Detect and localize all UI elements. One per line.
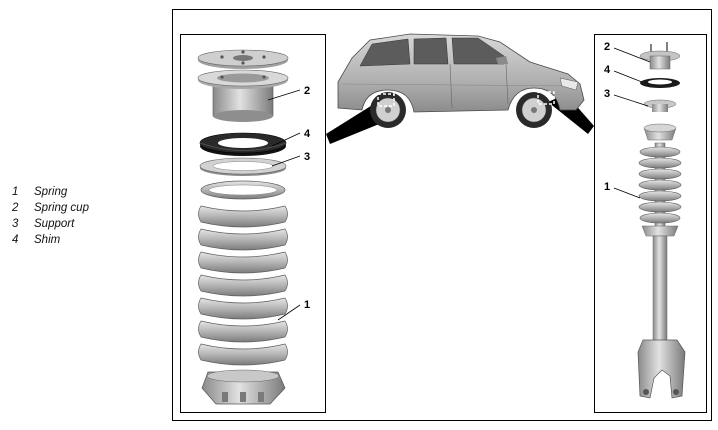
spring-cup	[197, 69, 289, 122]
strut-lower-fork	[637, 339, 686, 399]
legend-number: 4	[12, 234, 19, 246]
front-wheel	[516, 92, 552, 128]
legend-label: Spring cup	[34, 202, 89, 214]
legend-row-shim: 4 Shim	[12, 232, 89, 248]
strut-top-mount	[639, 42, 681, 70]
leader-line-spring-cup	[267, 89, 301, 101]
support-ring	[199, 157, 287, 176]
vehicle-illustration	[326, 33, 594, 144]
rear-window	[359, 38, 411, 67]
callout-spring: 1	[304, 299, 310, 311]
shim	[199, 132, 287, 156]
legend-label: Support	[34, 218, 75, 230]
legend-row-spring: 1 Spring	[12, 184, 89, 200]
strut-spring-seat	[643, 123, 677, 141]
legend-row-support: 3 Support	[12, 216, 89, 232]
strut-support	[643, 99, 677, 112]
callout-strut-support: 3	[604, 88, 610, 100]
strut-damper-tube	[652, 235, 668, 342]
top-mount-plate	[197, 49, 289, 69]
legend-row-spring-cup: 2 Spring cup	[12, 200, 89, 216]
front-wheel-marker	[537, 91, 555, 105]
leader-line-support	[271, 155, 301, 167]
legend-number: 3	[12, 218, 19, 230]
outer-frame	[172, 9, 712, 421]
rear-door-window	[413, 37, 449, 65]
rear-wheel	[370, 92, 406, 128]
leader-line-shim	[271, 132, 301, 147]
callout-shim: 4	[304, 128, 311, 140]
parts-legend: 1 Spring 2 Spring cup 3 Support 4 Shim	[12, 184, 89, 248]
rear-wheel-marker	[377, 93, 395, 107]
coil-spring	[198, 180, 288, 405]
callout-support: 3	[304, 151, 310, 163]
left-exploded-panel: 2 4 3 1	[180, 34, 326, 413]
right-strut-panel: 2 4 3 1	[594, 34, 707, 413]
legend-number: 1	[12, 186, 19, 198]
callout-strut-shim: 4	[604, 64, 611, 76]
callout-spring-cup: 2	[304, 85, 310, 97]
legend-label: Spring	[34, 186, 68, 198]
callout-strut-spring: 1	[604, 181, 610, 193]
leader-line-spring	[277, 304, 301, 321]
callout-strut-spring-cup: 2	[604, 41, 610, 53]
legend-label: Shim	[34, 234, 61, 246]
legend-number: 2	[12, 202, 19, 214]
